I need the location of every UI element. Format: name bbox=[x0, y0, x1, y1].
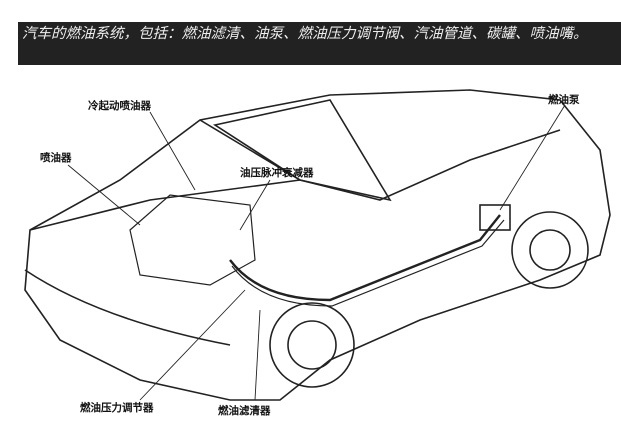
hood bbox=[29, 179, 301, 231]
label-injector: 喷油器 bbox=[40, 152, 72, 164]
fuel-pump-shape bbox=[479, 204, 511, 231]
label-cold-start-injector: 冷起动喷油器 bbox=[88, 100, 151, 112]
label-pressure-regulator: 燃油压力调节器 bbox=[80, 402, 154, 414]
car-body-outline bbox=[24, 89, 611, 401]
rear-wheel bbox=[511, 211, 589, 289]
label-fuel-filter: 燃油滤清器 bbox=[218, 405, 271, 417]
engine bbox=[129, 194, 256, 286]
fuel-line bbox=[229, 214, 501, 302]
front-wheel bbox=[269, 302, 355, 388]
label-pulse-damper: 油压脉冲衰减器 bbox=[240, 167, 314, 179]
windshield bbox=[212, 99, 392, 202]
caption-banner: 汽车的燃油系统，包括：燃油滤清、油泵、燃油压力调节阀、汽油管道、碳罐、喷油嘴。 bbox=[18, 22, 621, 65]
roofline bbox=[199, 119, 561, 201]
label-fuel-pump: 燃油泵 bbox=[548, 94, 580, 106]
